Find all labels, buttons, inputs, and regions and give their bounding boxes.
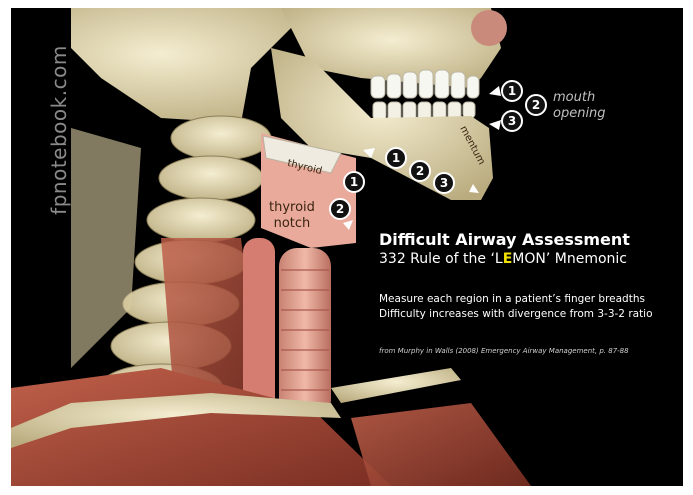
body-line-1: Measure each region in a patient’s finge… — [379, 293, 645, 305]
thyroid-notch-line2: notch — [274, 216, 311, 231]
subtitle-highlight: E — [503, 251, 513, 267]
mouth-opening-label: mouth opening — [553, 90, 606, 122]
heading-subtitle: 332 Rule of the ‘LEMON’ Mnemonic — [379, 251, 627, 267]
citation: from Murphy in Walls (2008) Emergency Ai… — [379, 347, 629, 355]
mouth-label-line2: opening — [553, 106, 606, 121]
body-line-2: Difficulty increases with divergence fro… — [379, 308, 653, 320]
chin-badge-1: 1 — [385, 147, 407, 169]
subtitle-pre: 332 Rule of the ‘L — [379, 251, 503, 267]
nose-tip — [471, 10, 507, 46]
mouth-badge-1: 1 — [501, 80, 523, 102]
clavicle-right — [331, 368, 461, 403]
trachea — [279, 248, 331, 418]
mouth-label-line1: mouth — [553, 90, 595, 105]
mouth-badge-3: 3 — [501, 110, 523, 132]
neck-badge-1: 1 — [343, 171, 365, 193]
illustration-frame: fpnotebook.com mouth opening thyroid not… — [11, 8, 683, 486]
thyroid-notch-line1: thyroid — [269, 200, 315, 215]
chin-badge-2: 2 — [409, 160, 431, 182]
thyroid-notch-label: thyroid notch — [269, 200, 315, 232]
subtitle-post: MON’ Mnemonic — [512, 251, 627, 267]
neck-badge-2: 2 — [329, 198, 351, 220]
mouth-badge-2: 2 — [525, 94, 547, 116]
heading-title: Difficult Airway Assessment — [379, 230, 630, 249]
chin-badge-3: 3 — [433, 172, 455, 194]
chest-muscle-right — [351, 403, 531, 486]
watermark: fpnotebook.com — [47, 45, 71, 215]
